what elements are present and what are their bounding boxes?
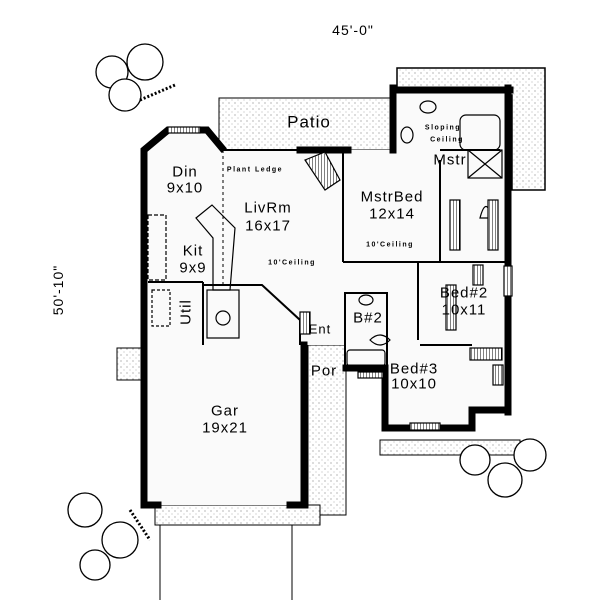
patio-label: Patio <box>287 112 331 132</box>
plant-ledge-label: Plant Ledge <box>226 166 284 174</box>
front-planter <box>379 439 521 456</box>
mstr-bath-label: Mstr <box>433 151 467 169</box>
mstrbed-ceiling-note: 10'Ceiling <box>366 241 414 249</box>
overall-depth-dimension: 50'-10" <box>50 264 66 316</box>
kit-label: Kit <box>182 242 204 260</box>
ceiling-note: Ceiling <box>430 136 464 144</box>
bed2-size: 10x11 <box>441 301 487 319</box>
fixtures <box>147 100 513 431</box>
ent-label: Ent <box>308 321 332 337</box>
bed2-label: Bed#2 <box>439 284 489 302</box>
kit-size: 9x9 <box>179 259 207 277</box>
livrm-label: LivRm <box>244 199 292 217</box>
porch-slab <box>307 344 347 516</box>
b2-label: B#2 <box>353 309 383 327</box>
shrub-top-left <box>95 43 176 112</box>
sloping-note: Sloping <box>424 124 462 132</box>
por-label: Por <box>310 362 338 380</box>
gar-label: Gar <box>210 402 240 420</box>
din-label: Din <box>172 163 198 181</box>
gar-size: 19x21 <box>202 419 248 437</box>
mstrbed-label: MstrBed <box>360 188 424 206</box>
bed3-label: Bed#3 <box>389 360 439 378</box>
overall-width-dimension: 45'-0" <box>332 22 374 38</box>
livrm-size: 16x17 <box>245 217 291 235</box>
shrub-bottom-left <box>67 492 152 581</box>
shrub-right <box>459 438 547 498</box>
livrm-ceiling-note: 10'Ceiling <box>268 259 316 267</box>
mstrbed-size: 12x14 <box>369 205 415 223</box>
house-interior <box>148 90 507 505</box>
patio-slab <box>218 97 396 151</box>
bed3-size: 10x10 <box>391 375 437 393</box>
din-size: 9x10 <box>166 179 204 197</box>
util-label: Util <box>177 299 195 325</box>
